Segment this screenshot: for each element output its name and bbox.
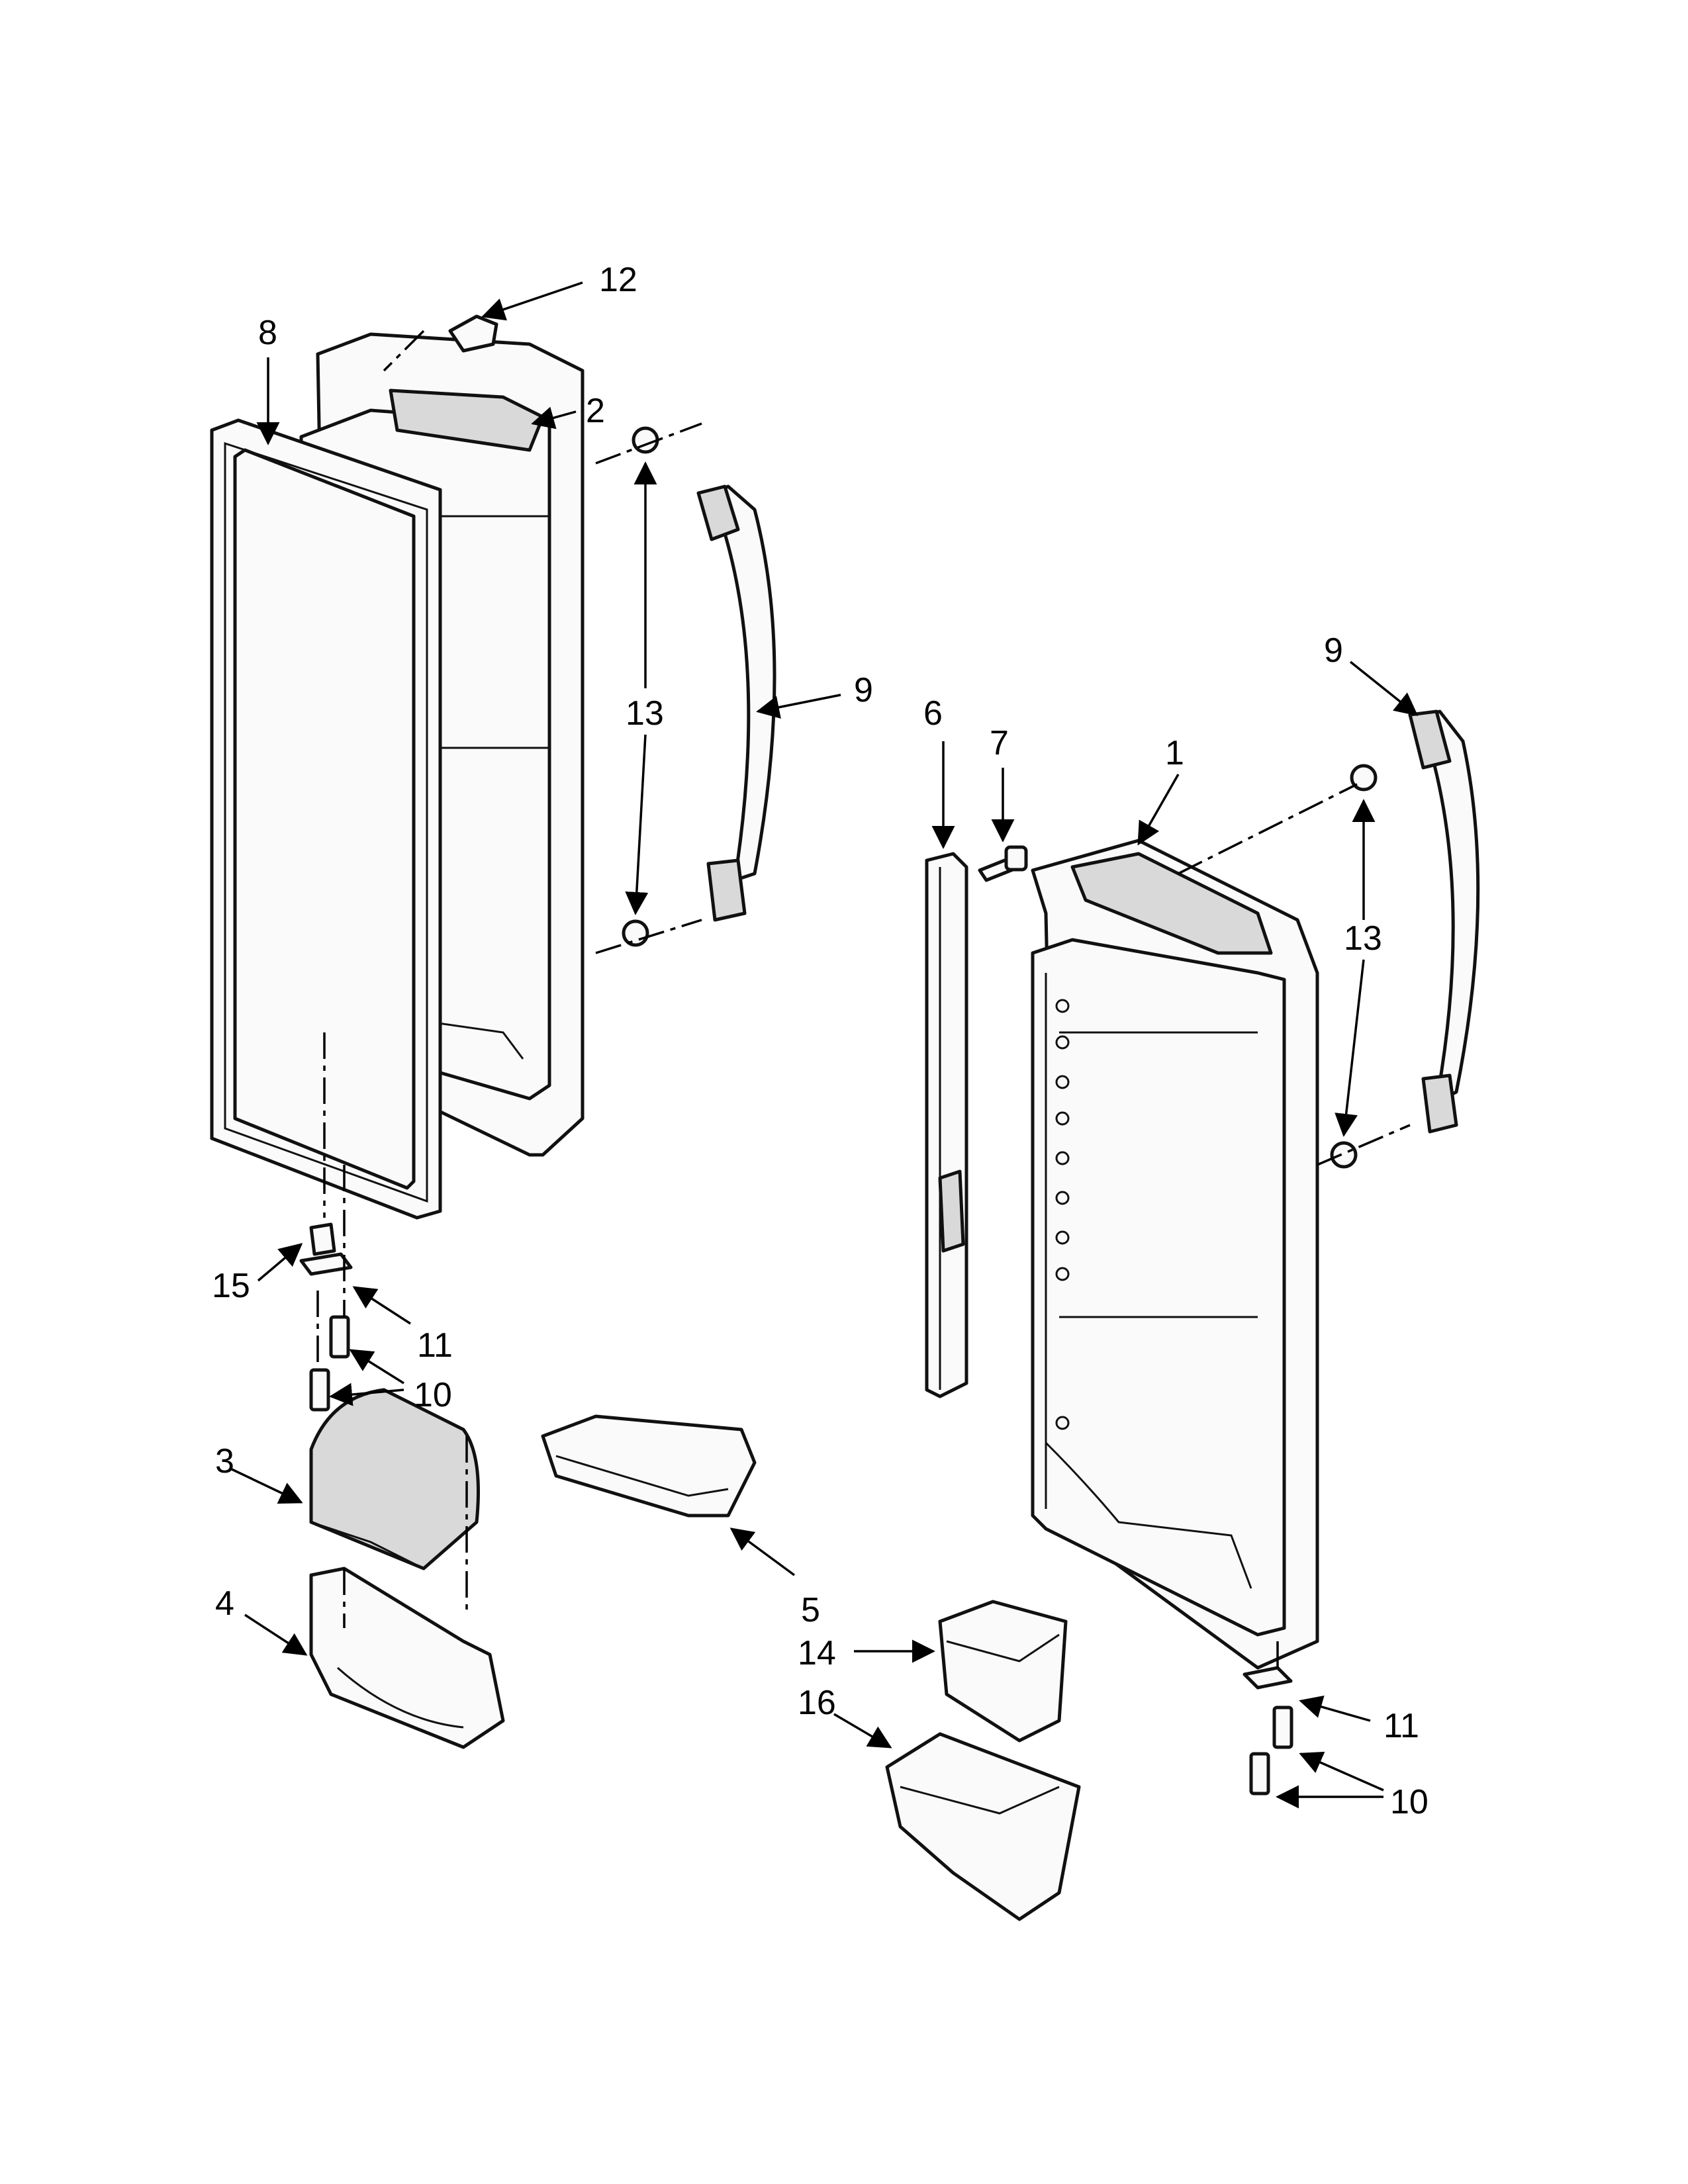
callout-6: 6 — [923, 694, 943, 733]
callout-labels: 12 8 2 9 13 6 7 1 9 13 15 11 10 3 4 5 14… — [212, 261, 1429, 1821]
right-door-handle-part-9 — [1408, 709, 1480, 1134]
door-gasket-part-8 — [210, 418, 442, 1220]
right-door-part-1 — [1031, 839, 1319, 1670]
callout-9-left: 9 — [854, 671, 873, 709]
callout-11-left: 11 — [417, 1326, 453, 1365]
left-door-handle-part-9 — [696, 484, 776, 922]
callout-14: 14 — [798, 1634, 836, 1672]
screw-part-7 — [978, 845, 1028, 882]
ice-bin-part-14 — [938, 1600, 1068, 1743]
callout-1: 1 — [1165, 734, 1184, 772]
callout-10-right: 10 — [1390, 1783, 1429, 1821]
callout-13-right: 13 — [1344, 919, 1382, 958]
ring-part-12 — [448, 314, 498, 353]
right-door-shelf-pegs — [1055, 999, 1070, 1430]
door-bin-part-5 — [541, 1414, 757, 1518]
callout-15: 15 — [212, 1267, 250, 1305]
dispenser-cover-part-3 — [309, 1388, 480, 1570]
callout-8: 8 — [258, 314, 277, 352]
callout-16: 16 — [798, 1684, 836, 1722]
callout-3: 3 — [215, 1442, 234, 1480]
callout-13-left: 13 — [626, 694, 664, 733]
door-bin-part-4 — [309, 1567, 505, 1749]
callout-2: 2 — [586, 392, 605, 430]
right-hinge-hardware — [1243, 1666, 1293, 1796]
callout-9-right: 9 — [1324, 631, 1343, 670]
center-mullion-part-6 — [925, 852, 968, 1398]
callout-7: 7 — [990, 724, 1009, 762]
callout-11-right: 11 — [1383, 1707, 1419, 1745]
callout-5: 5 — [801, 1591, 820, 1629]
alignment-lines — [316, 330, 1411, 1668]
callout-12: 12 — [599, 261, 637, 299]
callout-4: 4 — [215, 1584, 234, 1623]
ice-bin-housing-part-16 — [885, 1732, 1081, 1921]
left-hinge-hardware — [299, 1222, 353, 1412]
callout-10-left: 10 — [414, 1376, 452, 1414]
callout-leaders — [231, 281, 1419, 1809]
